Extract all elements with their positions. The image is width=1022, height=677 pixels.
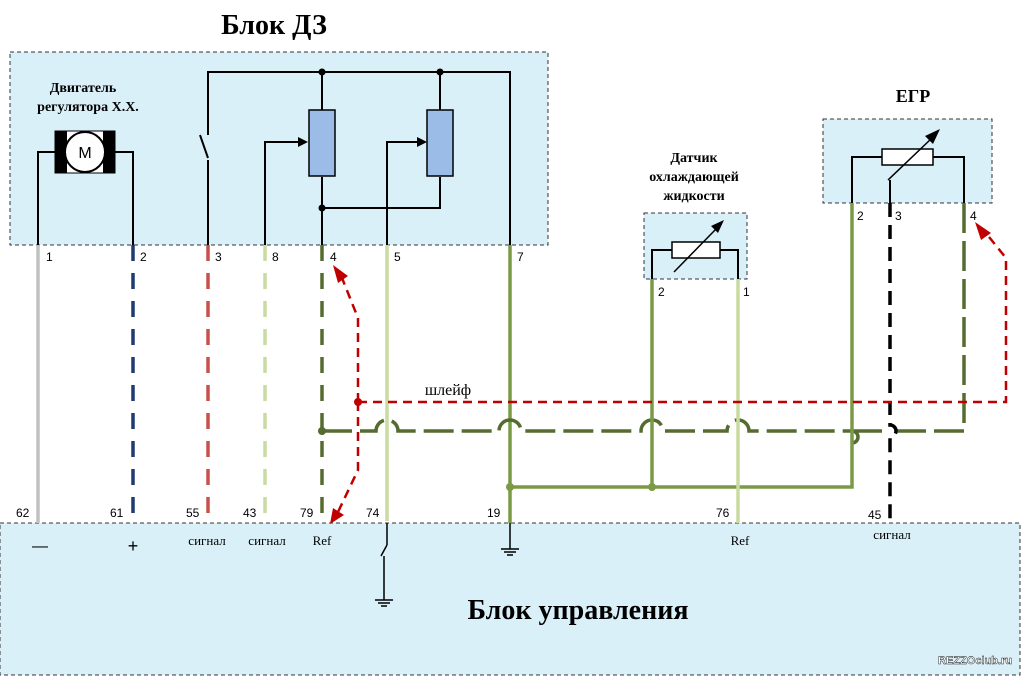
dz-block-title: Блок ДЗ: [221, 10, 327, 41]
motor-lead-2: [115, 151, 134, 245]
junction-dot: [436, 68, 444, 76]
watermark: REZZOclub.ru: [938, 655, 1012, 667]
dz-pin-label: 1: [46, 250, 53, 264]
loop-arrow-ecu: [330, 508, 344, 524]
loop-branch-up: [340, 277, 360, 402]
motor-lead-1: [37, 151, 55, 245]
dz-pin-label: 4: [330, 250, 337, 264]
ecu-19-ground: [501, 523, 519, 556]
dz-pin-label: 3: [215, 250, 222, 264]
ecu-pin-label: 45: [868, 508, 882, 522]
tps-internal-wiring: [199, 71, 511, 245]
ecu-signal-label: сигнал: [188, 533, 226, 548]
ecu-pin-label: 61: [110, 506, 124, 520]
ecu-pin-label: 74: [366, 506, 380, 520]
ecu-ref-label: Ref: [731, 533, 750, 548]
idle-motor-symbol: M: [54, 130, 116, 174]
ecu-minus-label: —: [32, 538, 48, 555]
ecu-pin-label: 19: [487, 506, 501, 520]
dz-pin-label: 5: [394, 250, 401, 264]
ground-bus: [510, 203, 854, 489]
ecu-signal-label: сигнал: [248, 533, 286, 548]
junction-dot: [318, 68, 326, 76]
coolant-title-line3: жидкости: [663, 189, 724, 204]
dz-pin-label: 2: [140, 250, 147, 264]
egr-title: ЕГР: [896, 86, 930, 106]
coolant-pin-label: 1: [743, 285, 750, 299]
ecu-74-switch-ground: [375, 523, 393, 607]
control-block-title: Блок управления: [468, 595, 689, 626]
ecu-pin-label: 79: [300, 506, 314, 520]
egr-pin-label: 3: [895, 209, 902, 223]
wire-egr-3-45: [888, 203, 898, 523]
junction-dot: [506, 483, 514, 491]
wiper-arrow-1: [298, 137, 308, 147]
junction-dot: [318, 204, 326, 212]
wiper-arrow-2: [417, 137, 427, 147]
loop-wire: [358, 231, 1008, 404]
motor-title-line2: регулятора Х.Х.: [37, 100, 139, 115]
tps-resistor-1: [308, 109, 336, 177]
motor-title-line1: Двигатель: [50, 81, 117, 96]
ecu-plus-label: +: [128, 536, 139, 556]
egr-pin-label: 4: [970, 209, 977, 223]
tps-resistor-2: [426, 109, 454, 177]
motor-m-label: M: [78, 145, 91, 162]
coolant-title-line1: Датчик: [670, 151, 718, 166]
loop-arrow-egr: [975, 222, 991, 240]
ecu-pin-label: 55: [186, 506, 200, 520]
ecu-pin-label: 76: [716, 506, 730, 520]
coolant-sensor-element: [651, 220, 739, 279]
loop-arrow-dz: [333, 265, 348, 283]
coolant-pin-label: 2: [658, 285, 665, 299]
dz-pin-label: 8: [272, 250, 279, 264]
junction-dot: [318, 427, 326, 435]
ref-bus: [322, 203, 966, 445]
egr-potentiometer: [851, 129, 965, 203]
junction-dot: [354, 398, 362, 406]
loop-label: шлейф: [425, 382, 471, 399]
ecu-ref-label: Ref: [313, 533, 332, 548]
loop-branch-down: [336, 402, 360, 513]
ecu-pin-label: 43: [243, 506, 257, 520]
ecu-signal-label: сигнал: [873, 527, 911, 542]
coolant-title-line2: охлаждающей: [649, 170, 739, 185]
dz-pin-label: 7: [517, 250, 524, 264]
egr-pin-label: 2: [857, 209, 864, 223]
junction-dot: [648, 483, 656, 491]
ecu-pin-label: 62: [16, 506, 30, 520]
